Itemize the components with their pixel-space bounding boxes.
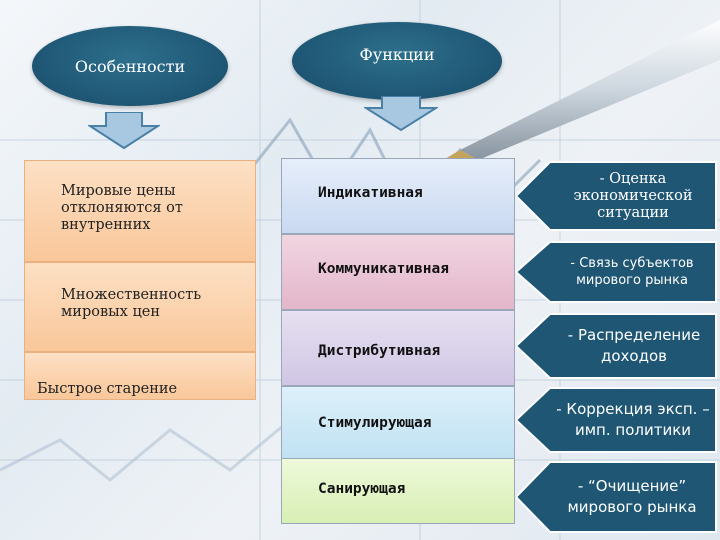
function-box-communicative: Коммуникативная <box>281 234 515 310</box>
function-label-indicative: Индикативная <box>318 185 423 201</box>
feature-box-1: Мировые цены отклоняются от внутренних <box>24 160 256 262</box>
description-text-3: - Распределение доходов <box>567 326 701 365</box>
function-box-stimulating: Стимулирующая <box>281 386 515 462</box>
description-callout-2 <box>516 241 717 303</box>
function-label-distributive: Дистрибутивная <box>318 343 441 359</box>
description-text-4: - Коррекция эксп. – имп. политики <box>556 400 710 439</box>
feature-text-3: Быстрое старение <box>37 381 178 397</box>
feature-text-1: Мировые цены отклоняются от внутренних <box>61 183 183 233</box>
description-callout-4 <box>516 387 717 453</box>
description-text-5: - “Очищение” мирового рынка <box>567 477 697 516</box>
feature-box-2: Множественность мировых цен <box>24 262 256 352</box>
function-label-communicative: Коммуникативная <box>318 261 449 277</box>
features-down-arrow-icon <box>88 112 160 150</box>
feature-text-2: Множественность мировых цен <box>61 287 202 320</box>
function-label-sanitizing: Санирующая <box>318 481 406 497</box>
features-header-label: Особенности <box>74 56 186 76</box>
function-box-indicative: Индикативная <box>281 158 515 234</box>
function-box-sanitizing: Санирующая <box>281 458 515 524</box>
description-text-2: - Связь субъектов мирового рынка <box>570 256 694 288</box>
features-header: Особенности <box>32 26 228 106</box>
function-label-stimulating: Стимулирующая <box>318 415 432 431</box>
functions-header: Функции <box>292 22 502 100</box>
description-text-1: - Оценка экономической ситуации <box>573 170 693 221</box>
function-box-distributive: Дистрибутивная <box>281 310 515 386</box>
description-callout-5 <box>516 461 717 533</box>
functions-down-arrow-icon <box>364 96 438 132</box>
description-callout-3 <box>516 313 717 379</box>
feature-box-3: Быстрое старение <box>24 352 256 400</box>
description-callout-1 <box>516 161 717 231</box>
functions-header-label: Функции <box>359 44 435 64</box>
